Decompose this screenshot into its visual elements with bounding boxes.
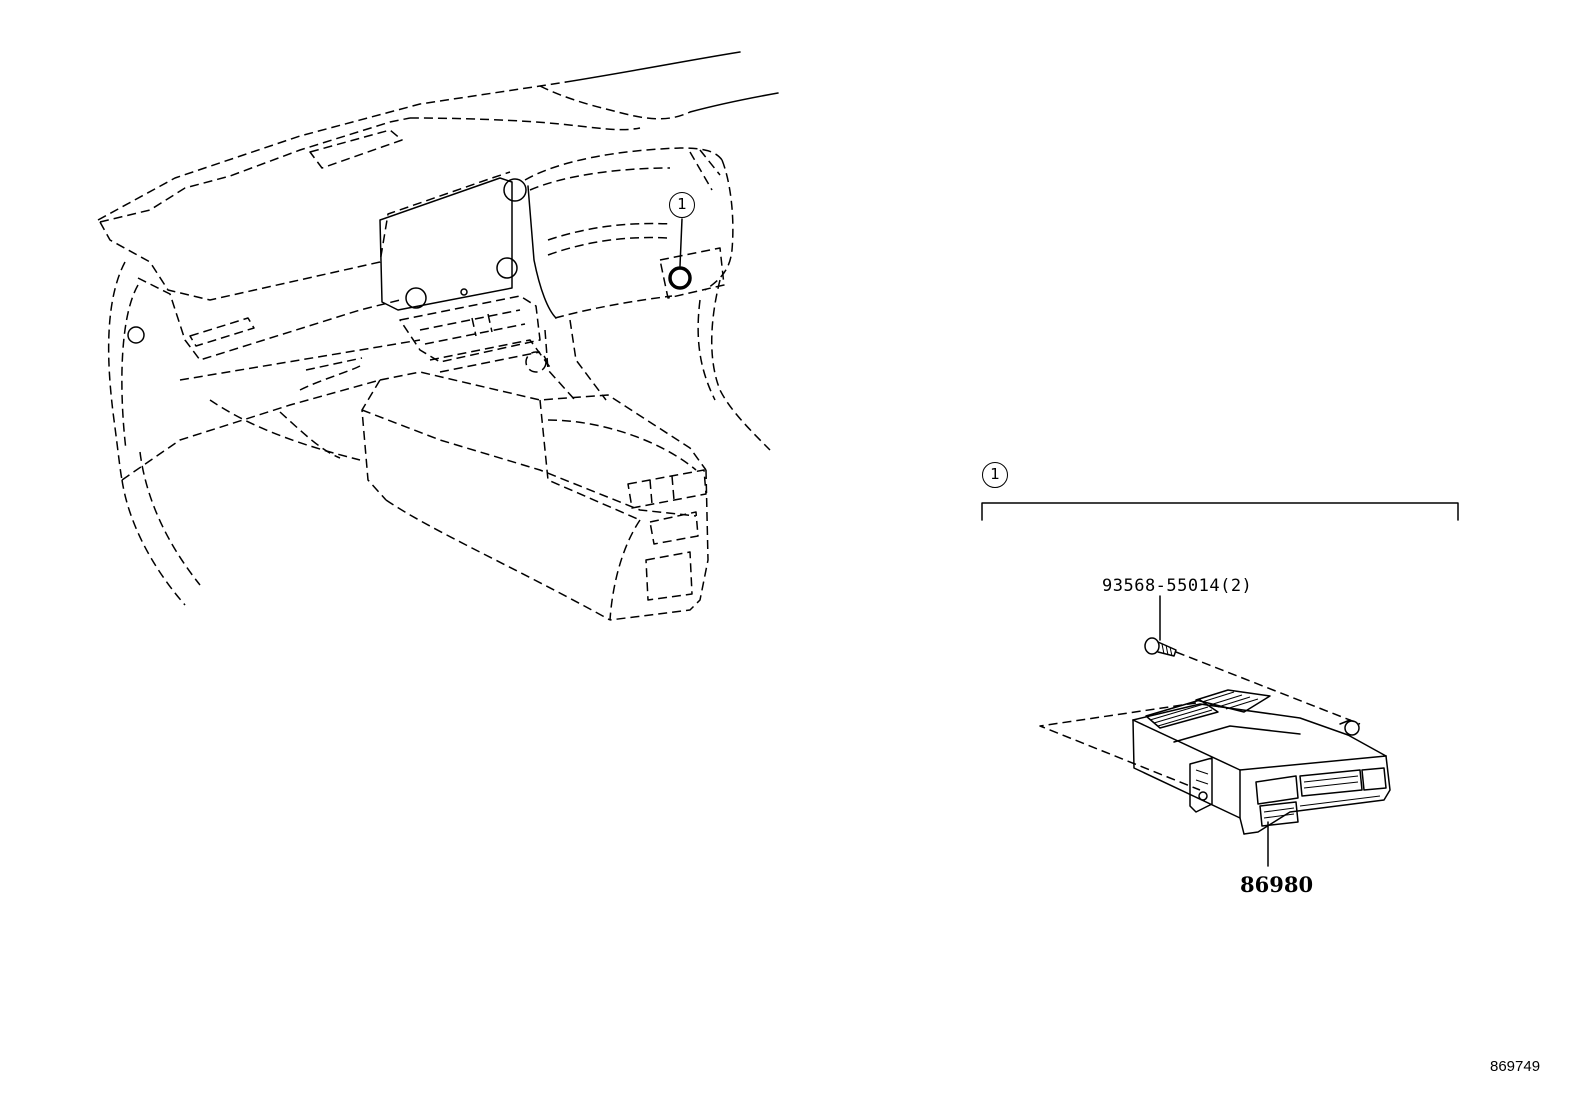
- module-part: [1039, 689, 1391, 867]
- callout-marker-detail: 1: [982, 462, 1008, 488]
- detail-bracket: [981, 502, 1459, 521]
- illustration-number: 869749: [1490, 1058, 1541, 1075]
- callout-marker-dashboard: 1: [669, 192, 695, 218]
- bolt-part-number: 93568-55014(2): [1102, 576, 1253, 596]
- bolt-part: [1144, 595, 1361, 725]
- module-part-number: 86980: [1240, 872, 1314, 897]
- dashboard-illustration: [97, 51, 779, 621]
